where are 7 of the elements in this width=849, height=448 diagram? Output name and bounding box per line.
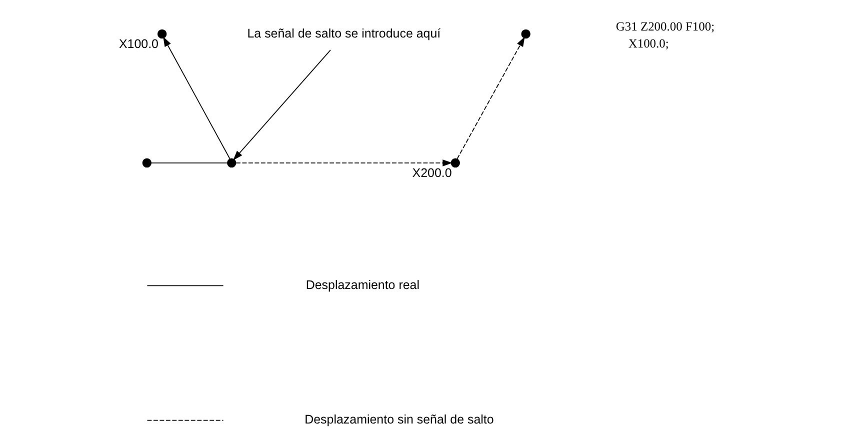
node-label: X100.0 <box>118 37 158 52</box>
label: X100.0; <box>628 36 668 50</box>
node-label: X200.0 <box>412 166 452 180</box>
legend-label: Desplazamiento real <box>305 278 420 292</box>
node-text: La señal de salto se introduce aquí <box>246 26 440 40</box>
legend-label: Desplazamiento sin señal de salto <box>304 412 494 427</box>
label: G31 Z200.00 F100; <box>615 20 714 34</box>
